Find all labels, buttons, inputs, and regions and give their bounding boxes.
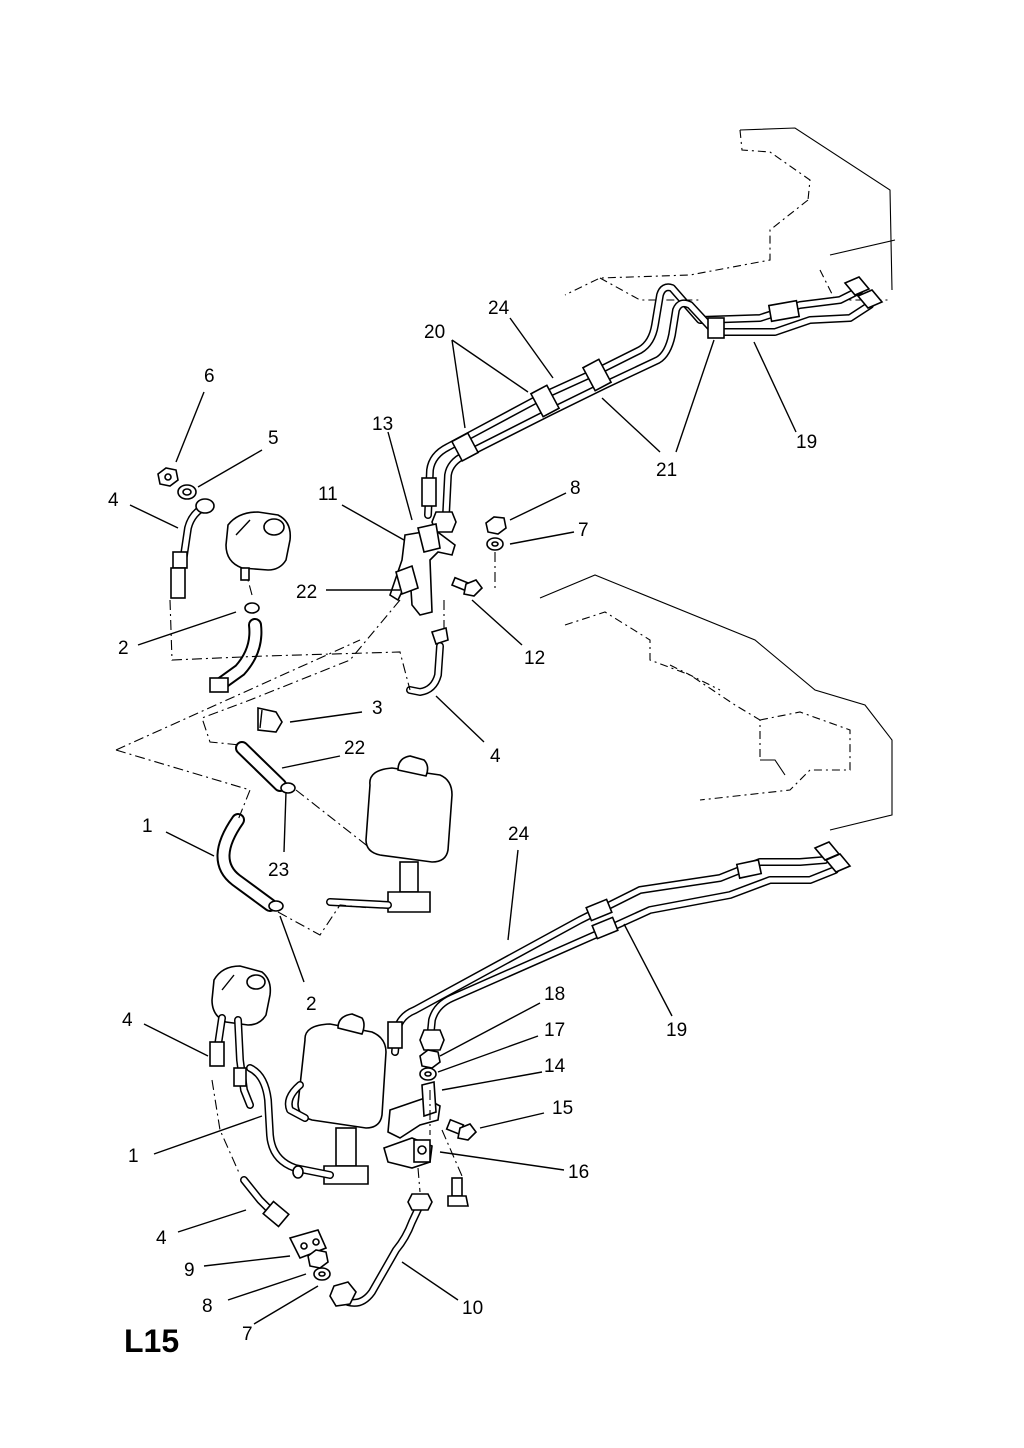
callout-22: 22 — [296, 582, 317, 603]
callout-22: 22 — [344, 738, 365, 759]
pipe-4-bottom — [240, 1176, 290, 1228]
fluid-reservoir-upper — [326, 755, 453, 913]
nut-8-lower — [307, 1249, 329, 1269]
washer-5 — [177, 484, 197, 500]
callout-2: 2 — [118, 638, 129, 659]
hose-22 — [235, 741, 296, 794]
pipe-4-upper — [170, 498, 215, 599]
bolt-12 — [450, 576, 484, 597]
callout-23: 23 — [268, 860, 289, 881]
callout-4: 4 — [490, 746, 501, 767]
callout-4: 4 — [122, 1010, 133, 1031]
pipe-4-lower — [209, 1014, 254, 1109]
callout-24: 24 — [508, 824, 530, 845]
callout-19: 19 — [796, 432, 817, 453]
callout-10: 10 — [462, 1298, 483, 1319]
pipe-10 — [329, 1193, 433, 1307]
callout-18: 18 — [544, 984, 565, 1005]
assembly-lines — [115, 552, 496, 1193]
banjo-bolt-3 — [257, 707, 283, 733]
nut-18 — [419, 1049, 441, 1069]
callout-15: 15 — [552, 1098, 573, 1119]
pressure-regulator-bracket — [389, 523, 456, 616]
hose-1-lower — [246, 1064, 334, 1179]
callout-4: 4 — [156, 1228, 167, 1249]
upper-pipe-unions — [421, 477, 457, 533]
lower-pipe-unions — [387, 1021, 445, 1051]
callout-2: 2 — [306, 994, 317, 1015]
fluid-reservoir-lower — [297, 1013, 387, 1185]
hose-1-upper — [216, 813, 284, 912]
upper-pipe-clips — [450, 276, 884, 463]
callout-1: 1 — [128, 1146, 139, 1167]
brake-valve-upper — [225, 511, 292, 581]
callout-7: 7 — [578, 520, 589, 541]
upper-brake-pipes — [424, 283, 874, 519]
washer-7-lower — [313, 1267, 331, 1281]
bolt-15 — [445, 1118, 478, 1141]
callout-17: 17 — [544, 1020, 565, 1041]
callout-19: 19 — [666, 1020, 687, 1041]
callout-7: 7 — [242, 1324, 253, 1345]
callout-13: 13 — [372, 414, 393, 435]
callout-8: 8 — [570, 478, 581, 499]
valve-16 — [383, 1137, 433, 1169]
callout-14: 14 — [544, 1056, 566, 1077]
callout-20: 20 — [424, 322, 445, 343]
callout-11: 11 — [318, 484, 338, 505]
nut-6 — [157, 467, 179, 487]
callout-24: 24 — [488, 298, 510, 319]
leader-lines — [129, 317, 797, 1325]
hose-2-upper — [209, 602, 263, 693]
callout-21: 21 — [656, 460, 677, 481]
nut-8-upper — [485, 516, 507, 535]
upper-body-outline — [564, 127, 896, 301]
callout-12: 12 — [524, 648, 545, 669]
callout-8: 8 — [202, 1296, 213, 1317]
washer-7-upper — [486, 537, 504, 551]
bolt-lower — [447, 1177, 469, 1207]
callout-4: 4 — [108, 490, 119, 511]
callout-9: 9 — [184, 1260, 195, 1281]
callout-16: 16 — [568, 1162, 589, 1183]
lower-pipe-clips — [585, 841, 852, 940]
bracket-14 — [387, 1080, 441, 1139]
callout-6: 6 — [204, 366, 215, 387]
callout-5: 5 — [268, 428, 279, 449]
washer-17 — [419, 1067, 437, 1081]
pipe-4-middle — [406, 626, 449, 696]
callout-3: 3 — [372, 698, 383, 719]
callout-labels: 6 5 4 2 13 11 22 20 24 8 7 12 21 19 3 4 … — [108, 298, 817, 1345]
lower-body-outline — [539, 574, 893, 831]
callout-1: 1 — [142, 816, 153, 837]
diagram-code: L15 — [124, 1323, 179, 1359]
lower-brake-pipes — [391, 856, 839, 1056]
